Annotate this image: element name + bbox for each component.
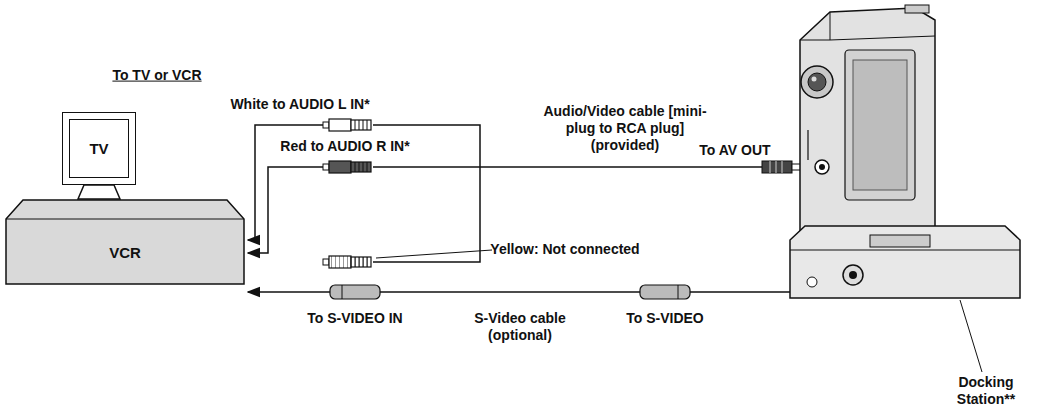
callout-label: To S-VIDEO IN	[307, 310, 402, 327]
s-video-plug	[330, 285, 380, 299]
callout-label: S-Video cable (optional)	[464, 310, 576, 344]
callout-label: Docking Station**	[946, 374, 1026, 408]
callout-label: To TV or VCR	[112, 67, 201, 84]
vcr-body	[6, 200, 244, 284]
vcr-box: VCR	[5, 199, 245, 285]
callout-label: Red to AUDIO R IN*	[280, 138, 409, 155]
camcorder	[800, 5, 935, 240]
tv-stand	[78, 185, 120, 199]
yellow-plug	[323, 256, 371, 268]
audio-r-wire	[248, 167, 325, 253]
docking-station	[790, 226, 1020, 298]
callout-label: Audio/Video cable [mini-plug to RCA plug…	[537, 103, 713, 153]
leader-line	[960, 300, 982, 372]
callout-label: Yellow: Not connected	[490, 241, 639, 258]
yellow-lead	[373, 167, 480, 262]
vcr-edge	[6, 219, 244, 220]
s-video-cable	[380, 291, 640, 293]
box-label: VCR	[109, 244, 141, 261]
s-video-plug	[640, 285, 690, 299]
vcr-outline	[5, 199, 245, 285]
s-video-wire	[248, 291, 330, 293]
callout-label: To AV OUT	[699, 142, 770, 159]
box-label: TV	[89, 140, 108, 157]
callout-label: To S-VIDEO	[626, 310, 704, 327]
red-plug	[323, 161, 371, 173]
white-plug	[323, 119, 371, 131]
av-cable	[373, 166, 762, 168]
tv-box: TV	[62, 112, 136, 185]
leader-line	[376, 250, 492, 258]
callout-label: White to AUDIO L IN*	[230, 96, 369, 113]
